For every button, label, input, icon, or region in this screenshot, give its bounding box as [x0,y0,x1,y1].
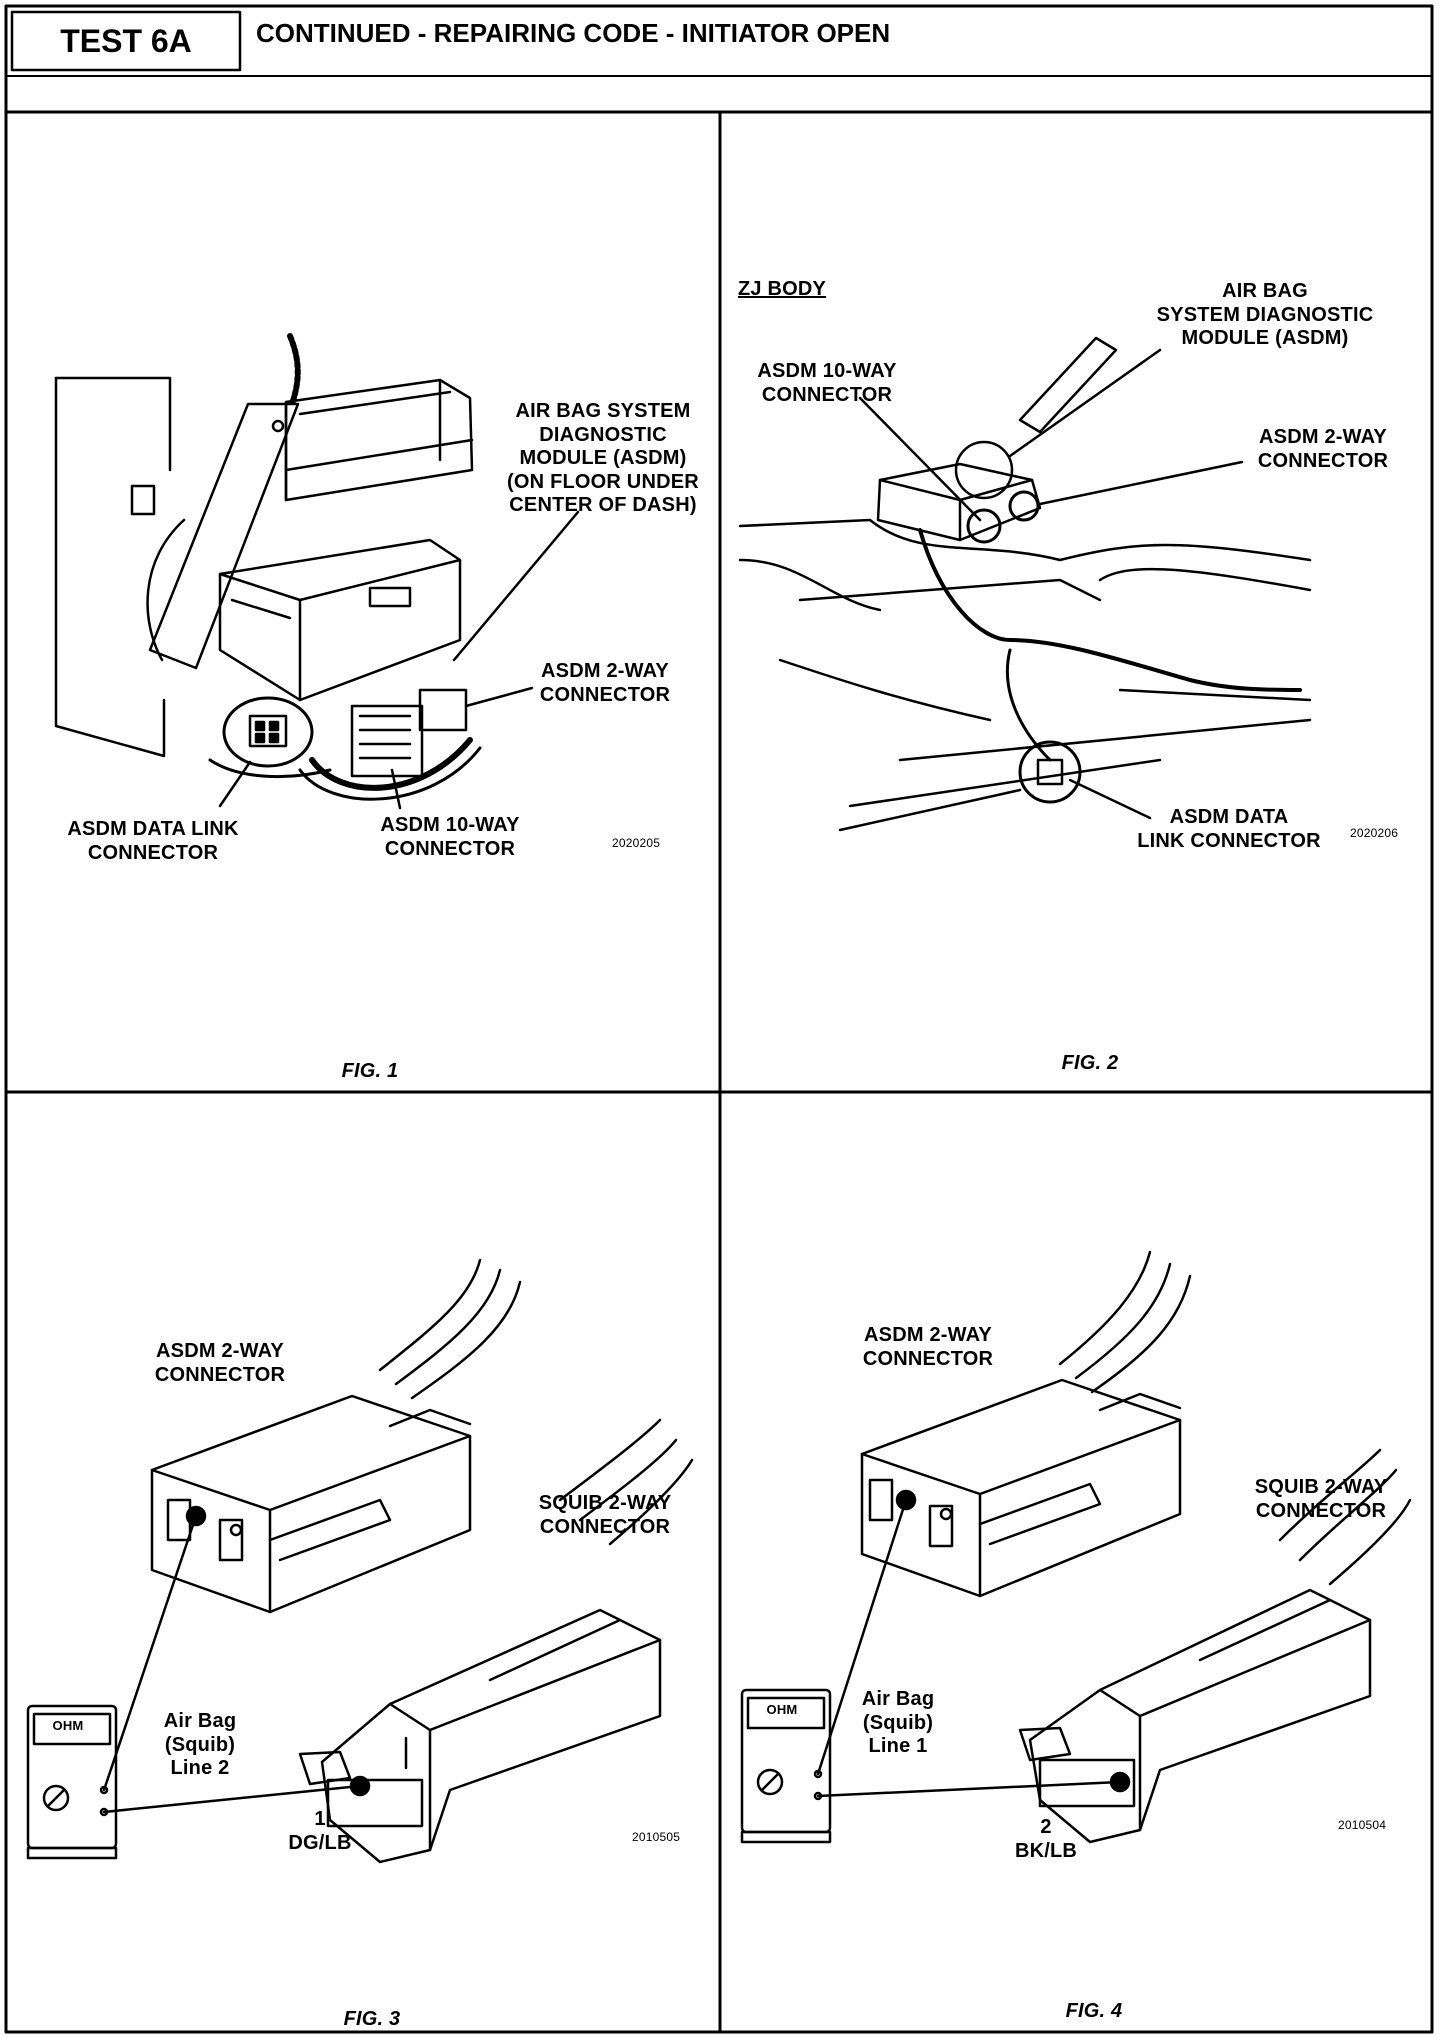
fig2-caption: FIG. 2 [1061,1052,1119,1074]
fig2-two-way-connector-label: ASDM 2-WAY CONNECTOR [1257,426,1389,472]
fig3-drawing-code: 2010505 [632,1830,681,1844]
fig3-pin-label: 1 DG/LB [288,1808,352,1854]
fig1-module-label: AIR BAG SYSTEM DIAGNOSTIC MODULE (ASDM) … [507,400,699,517]
fig3-caption: FIG. 3 [343,2008,401,2030]
fig3-squib-line-label: Air Bag (Squib) Line 2 [163,1710,237,1780]
fig4-drawing-code: 2010504 [1338,1818,1387,1832]
fig2-ten-way-connector-label: ASDM 10-WAY CONNECTOR [757,360,897,406]
fig1-ten-way-connector-label: ASDM 10-WAY CONNECTOR [380,814,520,860]
fig3-illustration [26,1258,694,1864]
fig4-squib-connector-label: SQUIB 2-WAY CONNECTOR [1254,1476,1388,1522]
fig3-asdm-connector-label: ASDM 2-WAY CONNECTOR [154,1340,286,1386]
test-number-label: TEST 6A [60,22,192,59]
fig4-illustration [740,1250,1412,1844]
fig2-illustration [738,336,1312,832]
fig3-ohmmeter-display: OHM [52,1718,84,1733]
page-title: CONTINUED - REPAIRING CODE - INITIATOR O… [256,18,891,48]
fig1-caption: FIG. 1 [341,1060,399,1082]
fig2-module-label: AIR BAG SYSTEM DIAGNOSTIC MODULE (ASDM) [1156,280,1374,350]
fig4-caption: FIG. 4 [1065,2000,1123,2022]
fig4-asdm-connector-label: ASDM 2-WAY CONNECTOR [862,1324,994,1370]
fig2-body-label: ZJ BODY [738,278,827,300]
fig2-drawing-code: 2020206 [1350,826,1399,840]
fig1-drawing-code: 2020205 [612,836,661,850]
fig1-two-way-connector-label: ASDM 2-WAY CONNECTOR [539,660,671,706]
fig1-data-link-connector-label: ASDM DATA LINK CONNECTOR [67,818,239,864]
fig3-squib-connector-label: SQUIB 2-WAY CONNECTOR [538,1492,672,1538]
page-frame [4,4,1434,2034]
fig4-squib-line-label: Air Bag (Squib) Line 1 [861,1688,935,1758]
fig2-data-link-connector-label: ASDM DATA LINK CONNECTOR [1137,806,1321,852]
fig4-ohmmeter-display: OHM [766,1702,798,1717]
fig1-illustration [54,333,580,810]
fig4-pin-label: 2 BK/LB [1014,1816,1078,1862]
